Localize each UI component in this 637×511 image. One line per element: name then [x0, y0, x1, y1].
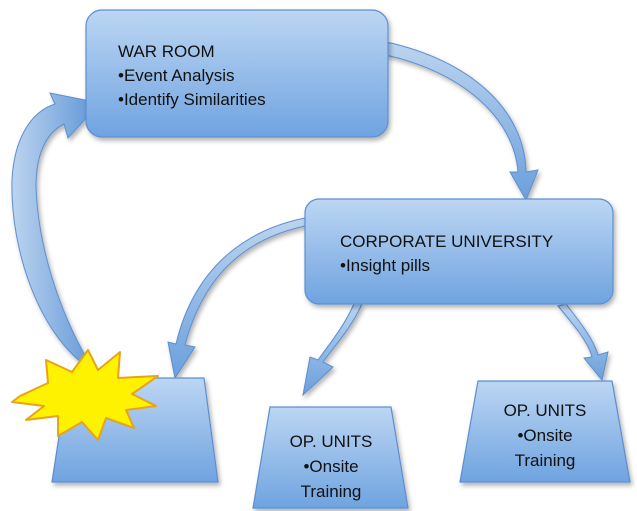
op-units-title: OP. UNITS: [289, 432, 373, 451]
op-units-item-onsite: •Onsite: [517, 426, 573, 445]
feedback-arrow: [11, 92, 101, 373]
explosion-burst-icon: [11, 349, 159, 441]
war-room-box: [85, 9, 389, 138]
war-room-title: WAR ROOM: [118, 42, 215, 61]
corporate-university-title: CORPORATE UNIVERSITY: [340, 232, 554, 251]
op-units-trapezoid-1: [252, 406, 409, 509]
arrow-war-room-to-university: [385, 41, 539, 202]
arrow-university-to-left-unit: [167, 217, 306, 380]
arrow-university-to-op-units-1: [302, 303, 363, 397]
corporate-university-box: [304, 198, 614, 305]
op-units-item-training: Training: [300, 482, 362, 501]
op-units-text-1: OP. UNITS •Onsite Training: [278, 429, 384, 504]
war-room-item-identify-similarities: •Identify Similarities: [118, 90, 266, 109]
war-room-item-event-analysis: •Event Analysis: [118, 66, 235, 85]
corporate-university-item-insight-pills: •Insight pills: [340, 256, 431, 275]
corporate-university-text: CORPORATE UNIVERSITY •Insight pills: [340, 230, 553, 278]
op-units-item-onsite: •Onsite: [303, 457, 359, 476]
arrow-university-to-op-units-2: [557, 303, 609, 382]
op-units-item-training: Training: [514, 451, 576, 470]
op-units-trapezoid-2: [459, 380, 631, 483]
war-room-text: WAR ROOM •Event Analysis •Identify Simil…: [118, 40, 266, 112]
op-units-title: OP. UNITS: [503, 401, 587, 420]
op-units-text-2: OP. UNITS •Onsite Training: [492, 398, 598, 473]
